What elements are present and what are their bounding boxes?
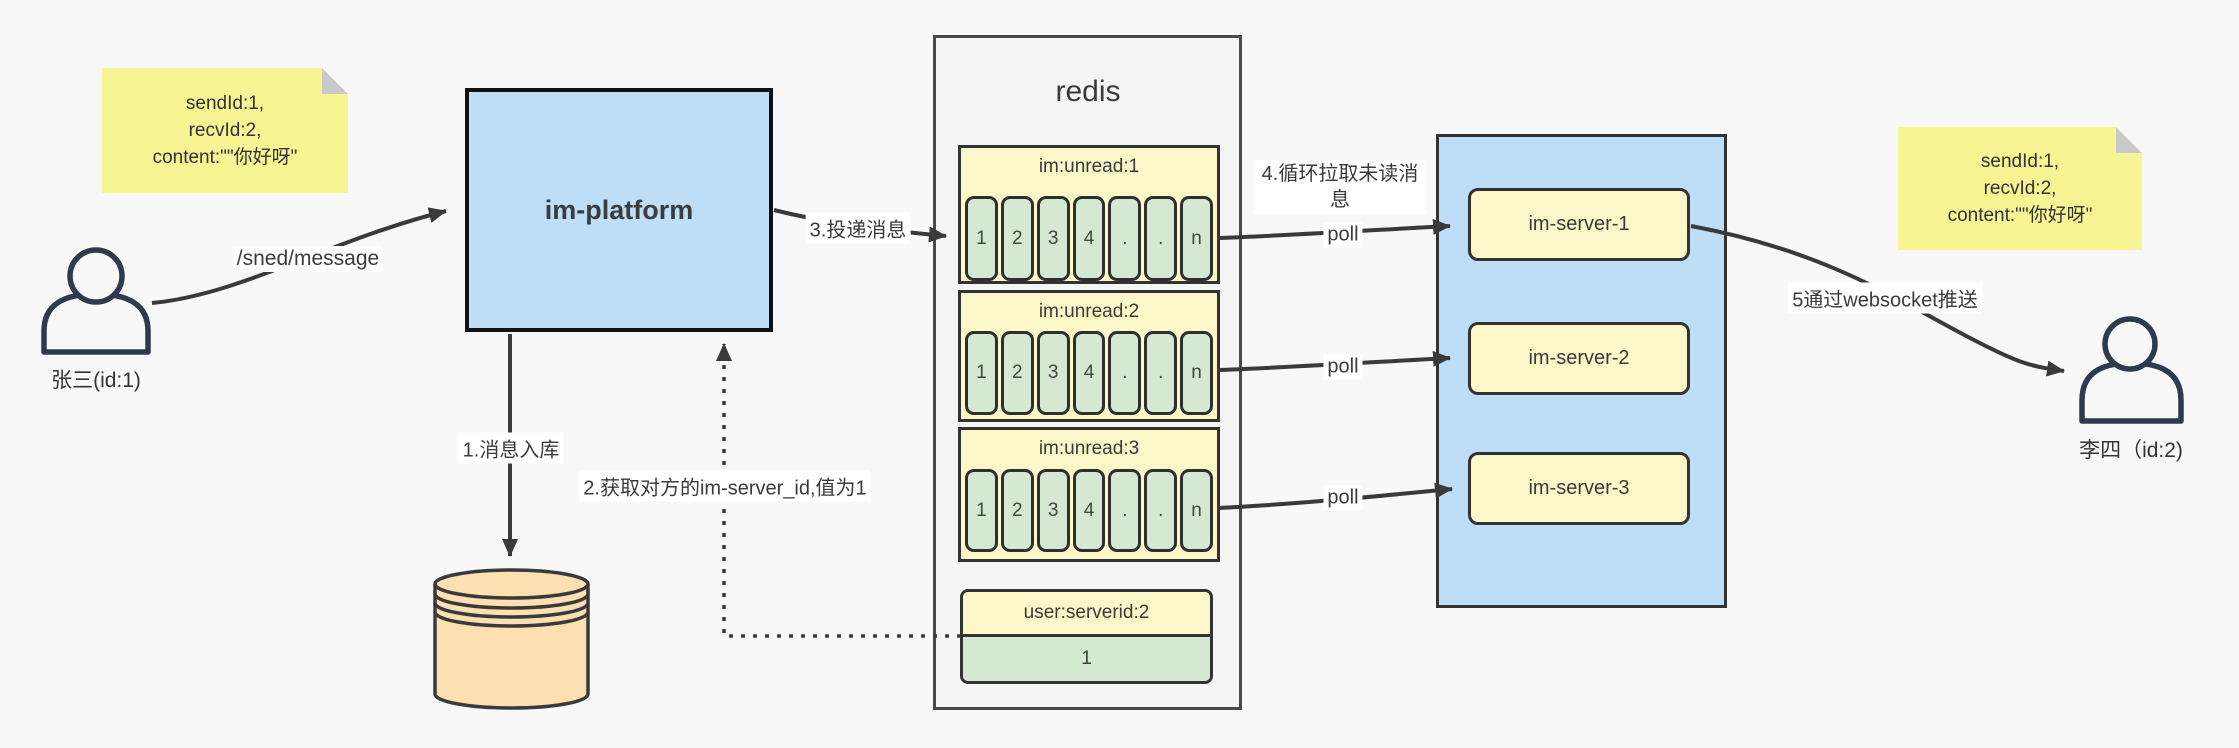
edge-label-step5: 5通过websocket推送 <box>1788 282 1982 314</box>
queue-cell: 1 <box>965 331 998 415</box>
queue-cell: . <box>1108 331 1142 415</box>
note-line: sendId:1, <box>185 93 265 114</box>
sticky-note-left: sendId:1, recvId:2, content:""你好呀" <box>102 68 348 193</box>
note-line: content:""你好呀" <box>1947 205 2093 226</box>
queue-cell: 3 <box>1036 331 1070 415</box>
queue-cell: . <box>1144 196 1178 281</box>
receiver-label: 李四（id:2) <box>2079 439 2183 462</box>
note-line: recvId:2, <box>188 120 262 141</box>
user-serverid-value: 1 <box>963 637 1210 681</box>
redis-queue-1: im:unread:1 1 2 3 4 . . n <box>958 145 1220 284</box>
queue-cell: 2 <box>1000 331 1034 415</box>
queue-1-name: im:unread:1 <box>1038 156 1140 177</box>
im-server-3-box: im-server-3 <box>1468 452 1690 525</box>
queue-cell: n <box>1180 196 1214 281</box>
note-line: sendId:1, <box>1980 151 2060 172</box>
user-serverid-box: user:serverid:2 1 <box>960 589 1213 684</box>
note-fold-icon <box>2116 127 2142 153</box>
queue-cell: 2 <box>1000 469 1034 552</box>
edge-label-step1: 1.消息入库 <box>458 432 564 464</box>
queue-cell: . <box>1144 469 1178 552</box>
im-platform-box: im-platform <box>465 88 773 332</box>
queue-cell: 4 <box>1072 196 1106 281</box>
edge-label-poll-1: poll <box>1323 222 1363 248</box>
queue-cell: . <box>1108 469 1142 552</box>
redis-queue-2: im:unread:2 1 2 3 4 . . n <box>958 290 1220 422</box>
queue-cell: . <box>1144 331 1178 415</box>
note-fold-icon <box>322 68 348 94</box>
queue-cell: 4 <box>1072 469 1106 552</box>
redis-title: redis <box>1055 75 1121 108</box>
queue-cell: 3 <box>1036 196 1070 281</box>
redis-queue-3: im:unread:3 1 2 3 4 . . n <box>958 427 1220 562</box>
queue-3-name: im:unread:3 <box>1038 438 1140 459</box>
sender-label: 张三(id:1) <box>51 369 141 392</box>
queue-cell: 1 <box>965 469 998 552</box>
queue-2-name: im:unread:2 <box>1038 301 1140 322</box>
im-platform-label: im-platform <box>544 194 694 225</box>
queue-cell: . <box>1108 196 1142 281</box>
edge-label-poll-3: poll <box>1323 485 1363 511</box>
edge-label-step3: 3.投递消息 <box>805 212 911 244</box>
edge-label-send: /sned/message <box>232 246 384 272</box>
sender-person-icon <box>41 247 151 355</box>
queue-cell: n <box>1180 469 1214 552</box>
sticky-note-right: sendId:1, recvId:2, content:""你好呀" <box>1898 127 2142 250</box>
queue-cell: 4 <box>1072 331 1106 415</box>
mysql-cylinder <box>433 568 590 710</box>
mysql-label: mysql <box>484 652 538 675</box>
queue-cell: n <box>1180 331 1214 415</box>
im-server-1-box: im-server-1 <box>1468 188 1690 261</box>
note-line: recvId:2, <box>1983 178 2057 199</box>
queue-cell: 2 <box>1000 196 1034 281</box>
receiver-person-icon <box>2079 316 2184 424</box>
queue-cell: 1 <box>965 196 998 281</box>
note-line: content:""你好呀" <box>152 147 298 168</box>
queue-cell: 3 <box>1036 469 1070 552</box>
user-serverid-key: user:serverid:2 <box>963 592 1210 637</box>
edge-label-step2: 2.获取对方的im-server_id,值为1 <box>579 470 871 502</box>
edge-label-poll-2: poll <box>1323 354 1363 380</box>
im-server-2-box: im-server-2 <box>1468 322 1690 395</box>
edge-label-step4: 4.循环拉取未读消息 <box>1254 160 1426 214</box>
